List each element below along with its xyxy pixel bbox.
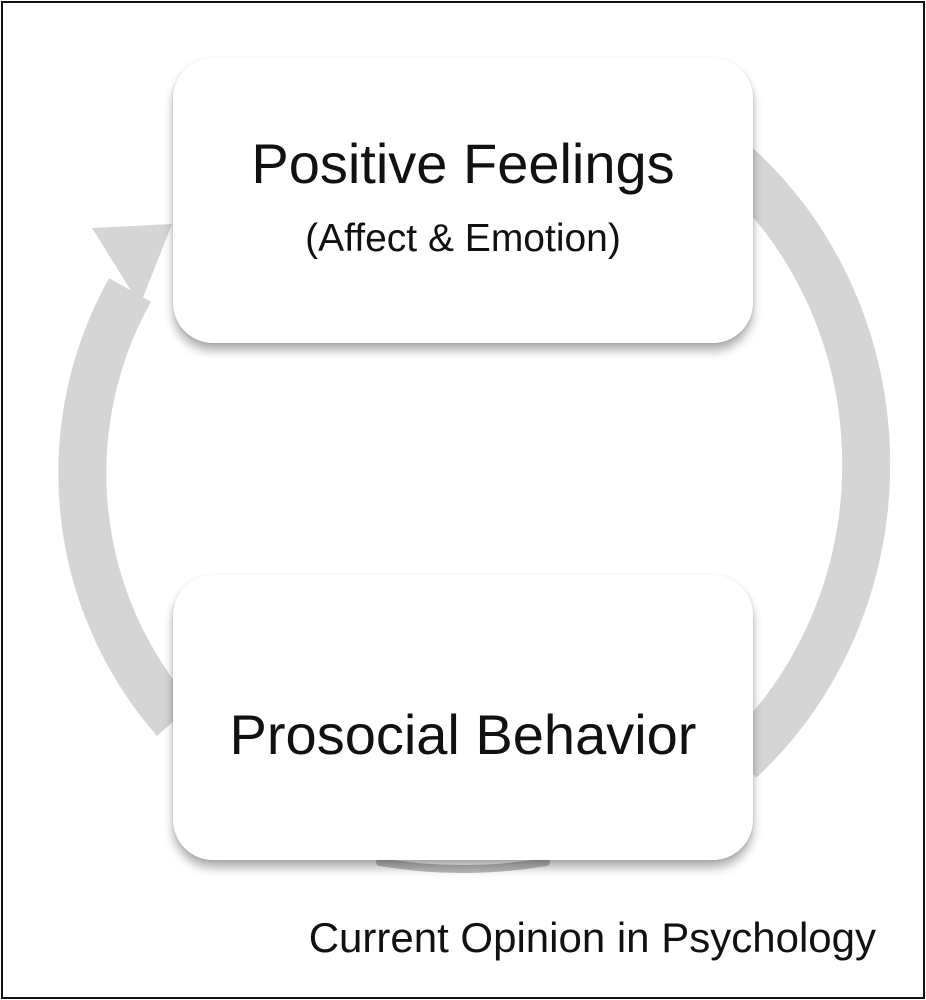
arrowhead-icon — [92, 224, 172, 305]
node-prosocial-behavior: Prosocial Behavior — [173, 575, 753, 860]
source-label: Current Opinion in Psychology — [308, 914, 876, 961]
node-positive-feelings: Positive Feelings (Affect & Emotion) — [173, 58, 753, 343]
node-title: Positive Feelings — [251, 132, 675, 195]
node-title: Prosocial Behavior — [229, 703, 697, 766]
cycle-band — [58, 278, 194, 736]
cycle-band-right — [714, 141, 891, 778]
node-subtitle: (Affect & Emotion) — [305, 217, 621, 260]
cycle-band-bottom — [376, 858, 550, 873]
